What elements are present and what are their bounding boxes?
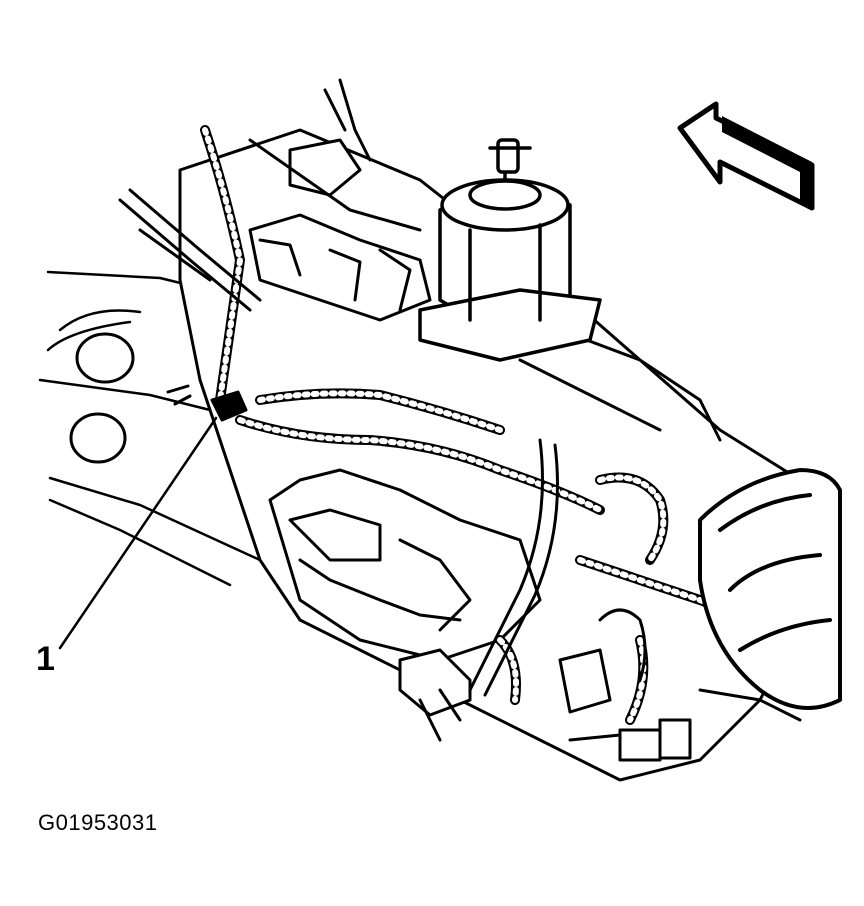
figure-code: G01953031 xyxy=(38,810,158,835)
callout-leader-line xyxy=(58,416,218,650)
output-yoke xyxy=(698,468,842,710)
front-arrow-icon xyxy=(677,101,815,211)
lower-connectors xyxy=(558,608,802,762)
wiring-harness-inner xyxy=(202,127,763,723)
callout-label-1: 1 xyxy=(36,640,55,678)
connector-callout-target xyxy=(166,384,248,422)
lower-bracket xyxy=(398,648,472,742)
cables xyxy=(118,138,559,697)
frame-holes xyxy=(69,332,135,464)
shift-motor xyxy=(418,138,602,362)
